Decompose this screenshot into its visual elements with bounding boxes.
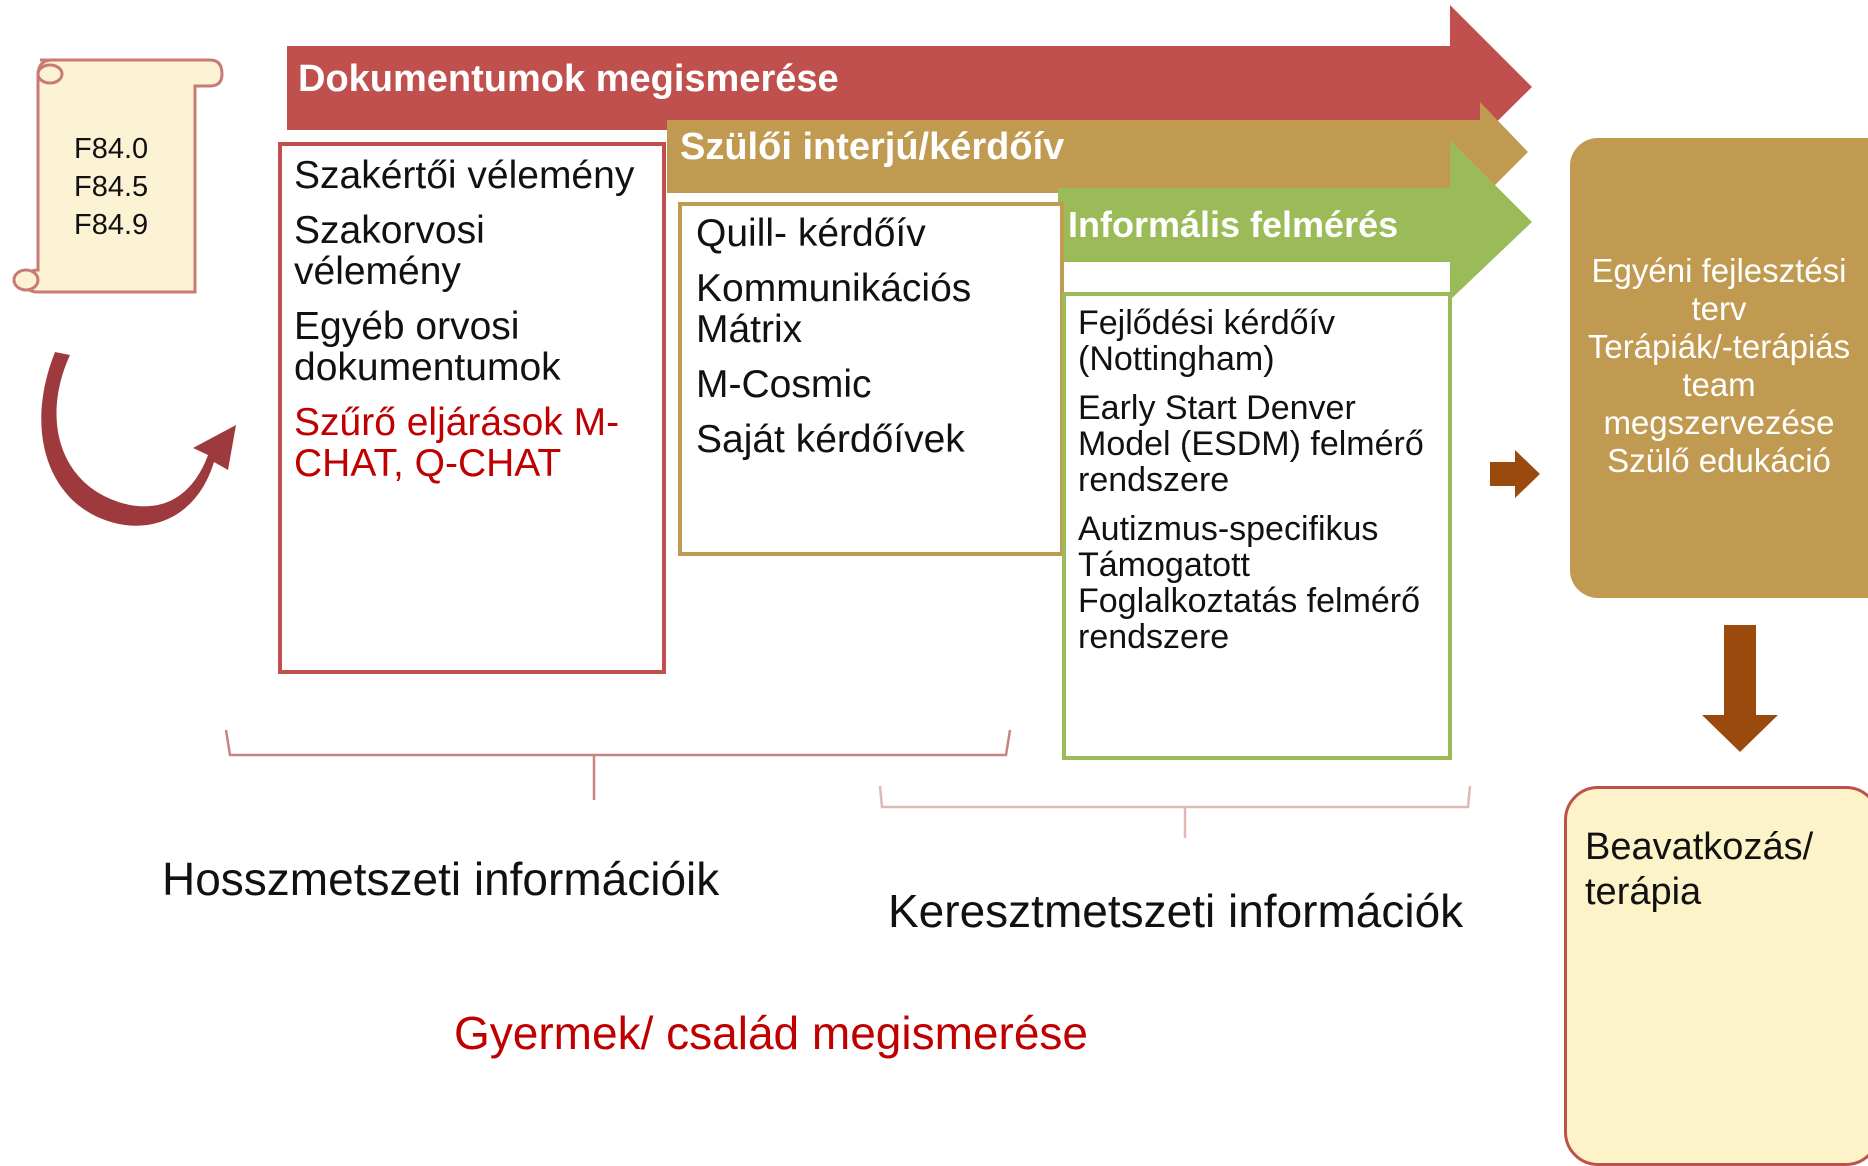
informalis-arrow-label: Informális felmérés [1068, 204, 1399, 245]
szuloi-arrow [667, 102, 1528, 200]
plan-line: Egyéni fejlesztési terv [1591, 252, 1847, 327]
curved-arrow-icon [41, 352, 236, 526]
informal-assessment-box: Fejlődési kérdőív (Nottingham) Early Sta… [1062, 292, 1452, 760]
questionnaire-item: M-Cosmic [696, 362, 872, 406]
dokumentumok-arrow-label: Dokumentumok megismerése [298, 58, 839, 100]
assessment-item: Fejlődési kérdőív (Nottingham) [1078, 304, 1336, 378]
parent-questionnaire-box: Quill- kérdőív Kommunikációs Mátrix M-Co… [678, 202, 1064, 556]
intervention-label: Beavatkozás/ terápia [1585, 826, 1814, 913]
szuloi-arrow-label: Szülői interjú/kérdőív [680, 126, 1065, 168]
plan-line: Szülő edukáció [1607, 441, 1831, 479]
cross-sectional-label: Keresztmetszeti információk [888, 885, 1464, 937]
scroll-code: F84.9 [74, 209, 149, 241]
scroll-code: F84.0 [74, 133, 149, 165]
plan-line: Terápiák/-terápiás team megszervezése [1587, 327, 1851, 441]
informalis-arrow [1058, 140, 1532, 300]
questionnaire-item: Quill- kérdőív [696, 212, 926, 255]
scroll-code: F84.5 [74, 171, 149, 203]
bottom-label: Gyermek/ család megismerése [454, 1007, 1088, 1059]
screening-item: Szűrő eljárások M-CHAT, Q-CHAT [294, 400, 620, 485]
assessment-item: Autizmus-specifikus Támogatott Foglalkoz… [1078, 510, 1421, 656]
scroll-codes: F84.0 F84.5 F84.9 [74, 130, 148, 244]
assessment-item: Early Start Denver Model (ESDM) felmérő … [1078, 389, 1424, 499]
right-arrow-icon [1490, 450, 1540, 498]
longitudinal-brace [224, 729, 1012, 800]
documents-box: Szakértői vélemény Szakorvosi vélemény E… [278, 142, 666, 674]
questionnaire-item: Saját kérdőívek [696, 417, 965, 461]
longitudinal-label: Hosszmetszeti információik [162, 853, 720, 905]
document-item: Szakorvosi vélemény [294, 208, 485, 293]
cross-brace [878, 785, 1472, 838]
document-item: Szakértői vélemény [294, 154, 635, 197]
intervention-box: Beavatkozás/ terápia [1564, 786, 1868, 1166]
questionnaire-item: Kommunikációs Mátrix [696, 266, 972, 351]
scroll-icon [12, 58, 224, 294]
development-plan-box: Egyéni fejlesztési terv Terápiák/-terápi… [1570, 138, 1868, 598]
document-item: Egyéb orvosi dokumentumok [294, 304, 561, 389]
down-arrow-icon [1702, 625, 1778, 752]
